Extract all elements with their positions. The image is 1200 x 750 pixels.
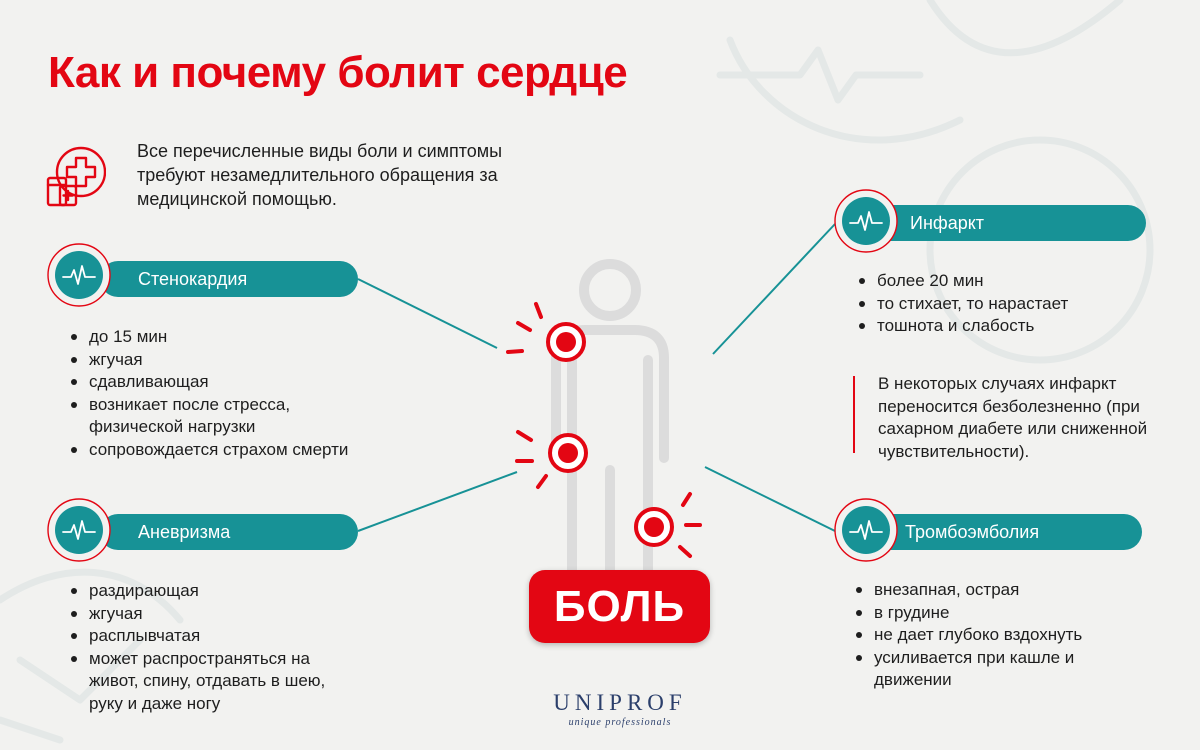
note-line: В некоторых случаях инфаркт [878,374,1117,393]
heartbeat-pulse-icon [47,243,111,307]
pain-rays [506,302,702,558]
list-item-text: сдавливающая [89,372,209,391]
list-item-text: жгучая [89,349,143,369]
list-item-text: движении [874,670,952,689]
list-item: может распространяться на живот, спину, о… [70,648,390,716]
list-item: раздирающая [70,580,390,603]
intro-line: требуют незамедлительного обращения за [137,165,498,185]
list-item-text: жгучая [89,603,143,623]
condition-list-stenocardia: до 15 мин жгучая сдавливающая возникает … [70,326,390,461]
list-item: возникает после стресса, физической нагру… [70,394,390,439]
list-item: в грудине [855,602,1175,625]
connector-thromboembolism [704,466,836,532]
connector-aneurysm [357,471,518,532]
list-item: не дает глубоко вздохнуть [855,624,1175,647]
intro-line: Все перечисленные виды боли и симптомы [137,141,503,161]
list-item-text: в грудине [874,602,950,622]
condition-label-thromboembolism: Тромбоэмболия [905,522,1040,542]
condition-pill-infarction: Инфаркт [850,205,1146,241]
condition-pill-aneurysm: Аневризма [100,514,358,550]
list-item-text: до 15 мин [89,327,168,346]
note-line: чувствительности). [878,441,1030,461]
list-item: то стихает, то нарастает [858,293,1178,316]
list-item: усиливается при кашле и движении [855,647,1175,692]
condition-list-infarction: более 20 мин то стихает, то нарастает то… [858,270,1178,338]
list-item: жгучая [70,349,390,372]
list-item-text: тошнота и слабость [877,316,1035,335]
list-item-text: живот, спину, отдавать в шею, [89,671,326,690]
condition-pill-stenocardia: Стенокардия [100,261,358,297]
list-item: расплывчатая [70,625,390,648]
condition-label-stenocardia: Стенокардия [138,269,248,289]
condition-pill-thromboembolism: Тромбоэмболия [850,514,1142,550]
logo-tagline: unique professionals [568,717,672,728]
condition-label-infarction: Инфаркт [910,213,985,233]
list-item: внезапная, острая [855,579,1175,602]
list-item-text: то стихает, то нарастает [877,293,1069,313]
pain-point-icon [546,322,674,547]
connector-stenocardia [357,278,498,349]
list-item-text: сопровождается страхом смерти [89,439,349,459]
heartbeat-pulse-icon [834,189,898,253]
list-item-text: физической нагрузки [89,417,256,436]
list-item-text: раздирающая [89,581,199,600]
condition-list-aneurysm: раздирающая жгучая расплывчатая может ра… [70,580,390,715]
page-title: Как и почему болит сердце [48,48,628,97]
condition-list-thromboembolism: внезапная, острая в грудине не дает глуб… [855,579,1175,692]
intro-text: Все перечисленные виды боли и симптомы т… [137,139,577,211]
list-item: сопровождается страхом смерти [70,439,390,462]
infarction-note: В некоторых случаях инфаркт переносится … [878,373,1178,463]
note-line: переносится безболезненно (при [878,396,1140,416]
list-item-text: усиливается при кашле и [874,647,1075,667]
intro-line: медицинской помощью. [137,189,337,209]
connector-infarction [712,223,836,355]
list-item: сдавливающая [70,371,390,394]
medical-cross-icon [46,146,106,207]
list-item: более 20 мин [858,270,1178,293]
heartbeat-pulse-icon [834,498,898,562]
list-item-text: более 20 мин [877,271,984,290]
logo-name: UNIPROF [553,690,687,715]
list-item: тошнота и слабость [858,315,1178,338]
pain-badge: БОЛЬ [529,570,710,643]
list-item-text: внезапная, острая [874,580,1020,599]
list-item: жгучая [70,603,390,626]
list-item-text: может распространяться на [89,648,310,668]
list-item-text: руку и даже ногу [89,693,221,713]
note-accent-bar [853,376,855,453]
list-item-text: не дает глубоко вздохнуть [874,625,1083,644]
list-item-text: расплывчатая [89,626,201,645]
condition-label-aneurysm: Аневризма [138,522,231,542]
heartbeat-pulse-icon [47,498,111,562]
list-item-text: возникает после стресса, [89,394,291,414]
list-item: до 15 мин [70,326,390,349]
connector-lines [357,223,836,532]
note-line: сахарном диабете или сниженной [878,419,1148,438]
